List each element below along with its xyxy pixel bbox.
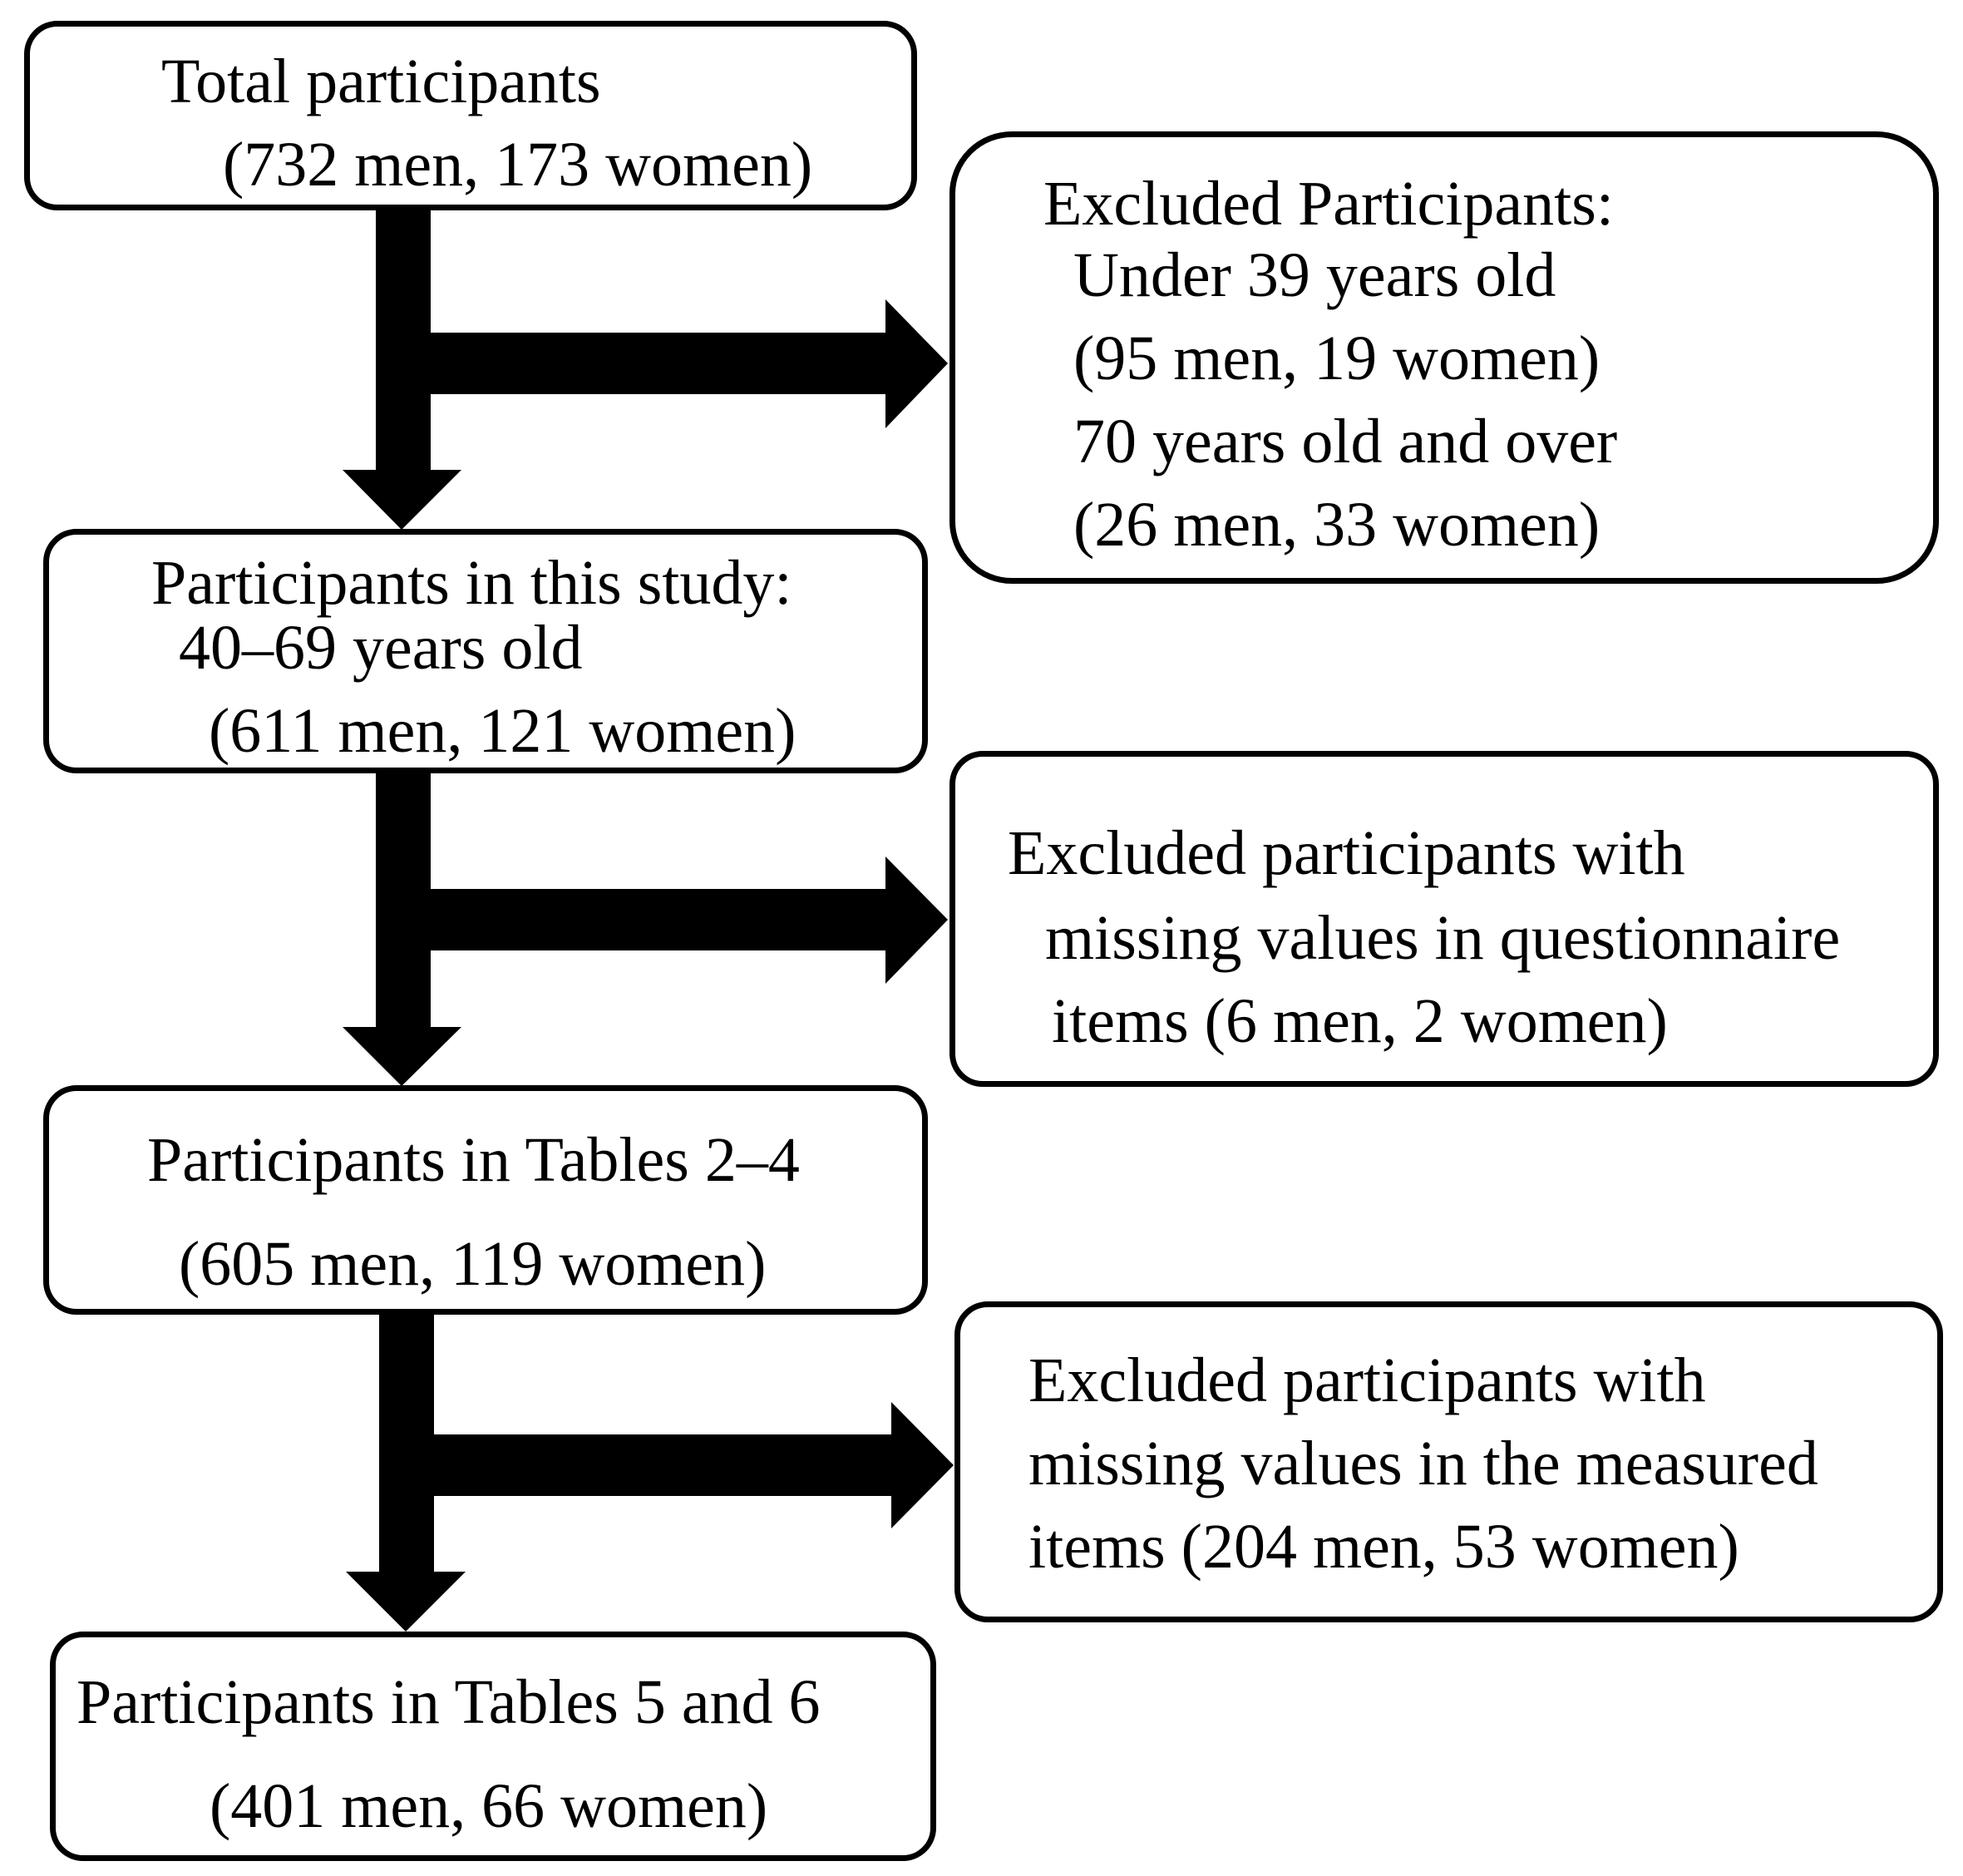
excluded-measured-line-3: items (204 men, 53 women)	[1028, 1512, 1739, 1582]
arrow-tables-2-4-to-tables-5-6	[346, 1312, 466, 1632]
study-participants-title: Participants in this study:	[151, 548, 792, 618]
excluded-age-70-over: 70 years old and over	[1073, 407, 1618, 476]
excluded-questionnaire-line-2: missing values in questionnaire	[1045, 903, 1841, 973]
study-participants-box: Participants in this study: 40–69 years …	[43, 529, 928, 773]
excluded-measured-box: Excluded participants with missing value…	[954, 1301, 1943, 1622]
tables-2-4-title: Participants in Tables 2–4	[147, 1125, 800, 1195]
tables-2-4-count: (605 men, 119 women)	[179, 1229, 767, 1299]
arrow-tables-2-4-to-excluded-measured	[431, 1402, 954, 1528]
excluded-measured-line-2: missing values in the measured	[1028, 1429, 1818, 1498]
excluded-age-70-over-count: (26 men, 33 women)	[1073, 490, 1600, 560]
tables-2-4-box: Participants in Tables 2–4 (605 men, 119…	[43, 1085, 928, 1315]
tables-5-6-box: Participants in Tables 5 and 6 (401 men,…	[50, 1632, 936, 1861]
excluded-questionnaire-line-3: items (6 men, 2 women)	[1052, 986, 1668, 1056]
excluded-age-title: Excluded Participants:	[1043, 169, 1614, 239]
study-participants-count: (611 men, 121 women)	[209, 696, 797, 766]
tables-5-6-title: Participants in Tables 5 and 6	[76, 1667, 821, 1737]
excluded-age-box: Excluded Participants: Under 39 years ol…	[949, 131, 1939, 584]
excluded-measured-line-1: Excluded participants with	[1028, 1345, 1706, 1415]
total-participants-box: Total participants (732 men, 173 women)	[24, 21, 917, 210]
excluded-age-under-39-count: (95 men, 19 women)	[1073, 323, 1600, 393]
total-participants-title: Total participants	[161, 47, 601, 116]
tables-5-6-count: (401 men, 66 women)	[210, 1771, 768, 1841]
study-participants-age-range: 40–69 years old	[179, 613, 583, 683]
excluded-questionnaire-line-1: Excluded participants with	[1008, 818, 1685, 888]
arrow-study-to-excluded-questionnaire	[428, 857, 948, 984]
excluded-age-under-39: Under 39 years old	[1073, 240, 1556, 310]
total-participants-count: (732 men, 173 women)	[223, 130, 813, 200]
arrow-study-to-tables-2-4	[343, 772, 461, 1086]
arrow-total-to-excluded-age	[428, 299, 948, 428]
arrow-total-to-study	[343, 208, 461, 530]
excluded-questionnaire-box: Excluded participants with missing value…	[949, 751, 1939, 1087]
